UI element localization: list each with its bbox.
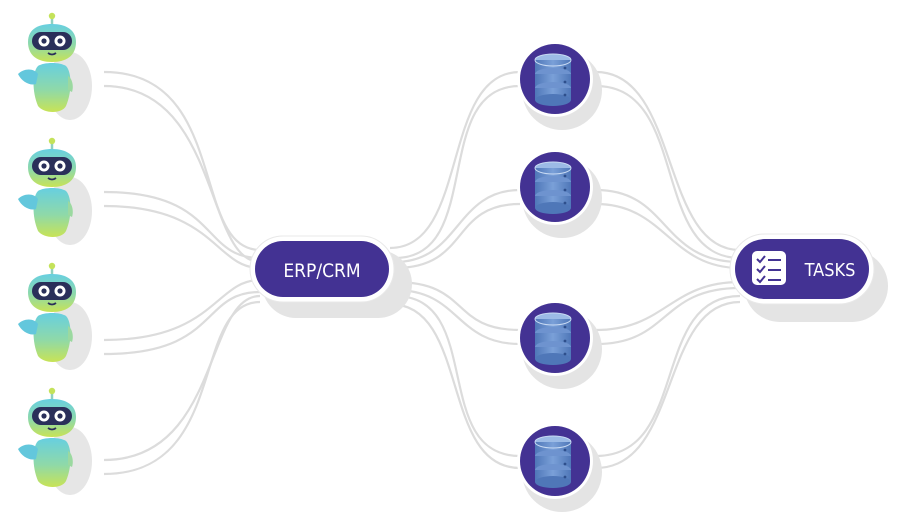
robot-4	[16, 387, 94, 497]
database-4	[517, 423, 602, 512]
database-icon	[534, 312, 572, 366]
database-2	[517, 149, 602, 238]
database-1	[517, 41, 602, 130]
checklist-icon	[752, 251, 786, 285]
database-icon	[534, 53, 572, 107]
robot-2	[16, 137, 94, 247]
database-3	[517, 300, 602, 389]
robot-3	[16, 262, 94, 372]
erp-crm-node: ERP/CRM	[249, 235, 412, 318]
tasks-label: TASKS	[804, 260, 856, 281]
connectors	[103, 70, 741, 476]
database-icon	[534, 161, 572, 215]
database-icon	[534, 435, 572, 489]
robot-1	[16, 12, 94, 122]
tasks-node: TASKS	[729, 233, 888, 322]
erp-crm-label: ERP/CRM	[283, 260, 360, 282]
